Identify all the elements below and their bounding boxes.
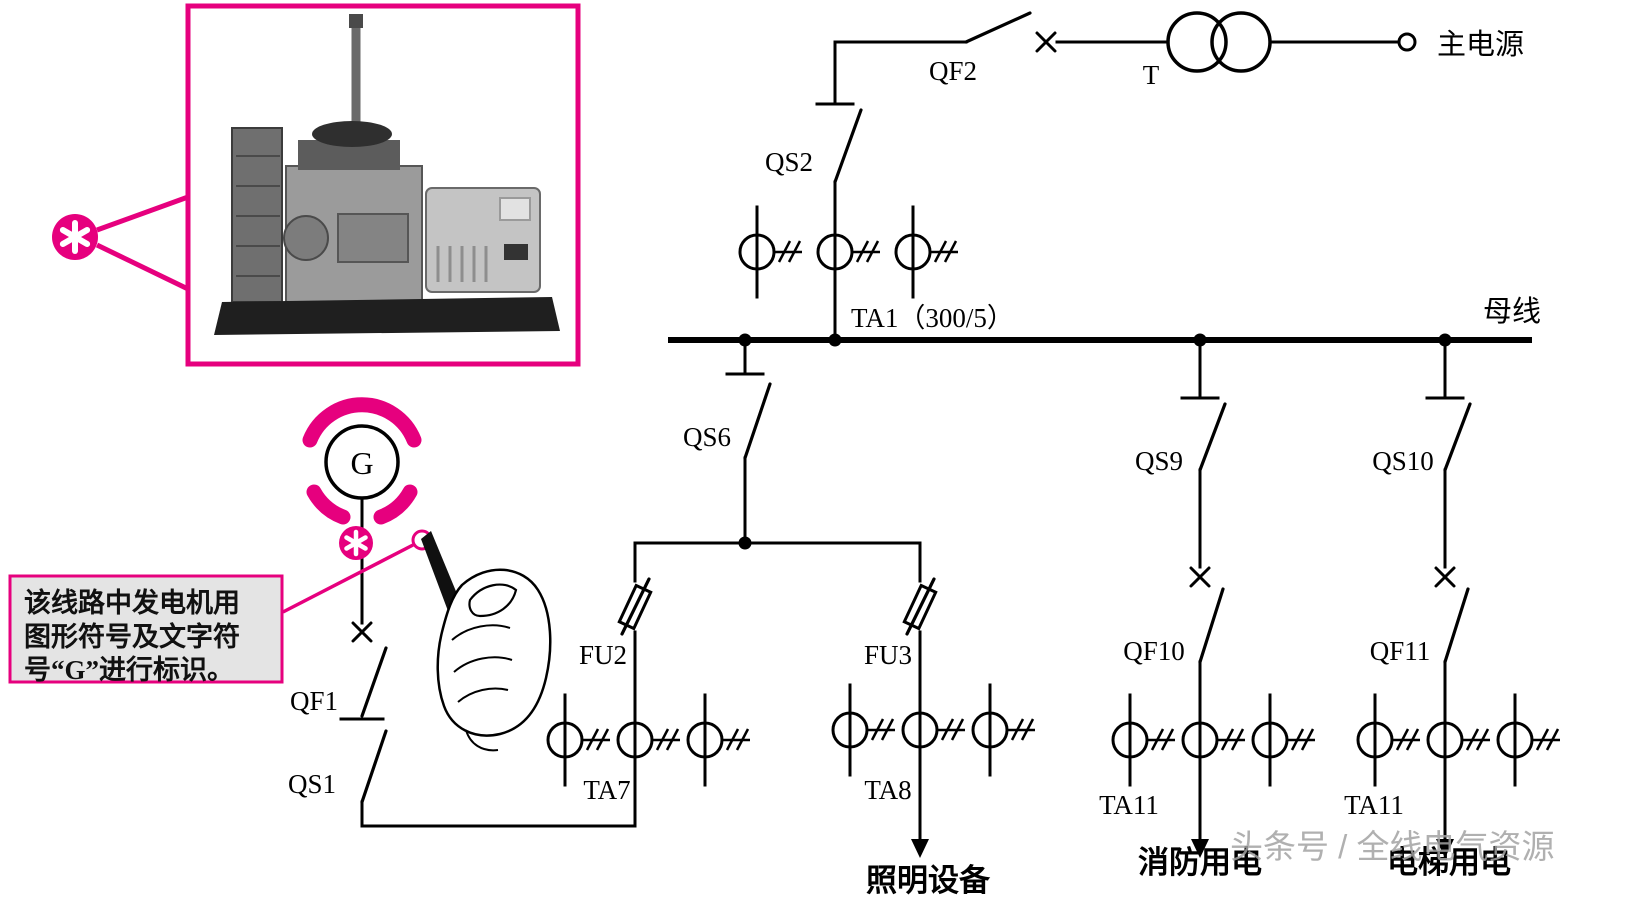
asterisk-badge (52, 194, 190, 292)
current-transformer (816, 205, 882, 299)
qs2-label: QS2 (765, 147, 813, 177)
lighting-arrow (911, 839, 929, 858)
qs10-label: QS10 (1372, 446, 1434, 476)
fu2-fuse (617, 583, 653, 631)
source-terminal (1397, 32, 1417, 52)
current-transformer (971, 683, 1037, 777)
qf10-label: QF10 (1123, 636, 1185, 666)
fu3-label: FU3 (864, 640, 912, 670)
ta11-elevator-label: TA11 (1344, 790, 1404, 820)
qf11-breaker (1443, 587, 1470, 664)
fu2-ta7-column: FU2 TA7 (546, 541, 752, 828)
qs9-switch (1198, 402, 1227, 472)
generator-photo (214, 14, 560, 335)
qs1-label: QS1 (288, 769, 336, 799)
ta8-label: TA8 (864, 775, 911, 805)
fu2-label: FU2 (579, 640, 627, 670)
qf1-breaker (360, 646, 388, 718)
generator-feeder: QF1 QS1 (288, 496, 637, 828)
breaker-x-icon (351, 621, 373, 643)
transformer-label: T (1143, 60, 1160, 90)
annotation-box: 该线路中发电机用 图形符号及文字符 号“G”进行标识。 (8, 529, 433, 685)
ta11-fire-label: TA11 (1099, 790, 1159, 820)
lighting-load-label: 照明设备 (866, 863, 991, 898)
qs6-label: QS6 (683, 422, 731, 452)
generator-decoration (302, 397, 422, 525)
breaker-x-icon (1189, 566, 1211, 588)
fu3-ta8-column: FU3 TA8 照明设备 (831, 541, 1037, 898)
ta7-label: TA7 (583, 775, 630, 805)
asterisk-icon (344, 529, 368, 557)
current-transformer (1111, 693, 1177, 787)
current-transformer (546, 693, 612, 787)
elevator-load-label: 电梯用电 (1387, 845, 1511, 880)
watermark-text: 头条号 / 全线电气资源 (1230, 828, 1555, 865)
current-transformer (1426, 693, 1492, 787)
qs6-switch (743, 382, 772, 460)
pointer-line (282, 543, 414, 614)
busbar-label: 母线 (1483, 295, 1541, 328)
elevator-feeder-column: QS10 QF11 TA11 电梯用电 (1344, 338, 1562, 880)
qs10-switch (1443, 402, 1472, 472)
callout-text-line3: 号“G”进行标识。 (24, 654, 234, 685)
current-transformer (894, 205, 960, 299)
callout-text-line1: 该线路中发电机用 (24, 587, 240, 618)
current-transformer (901, 683, 967, 777)
hand-pen-illustration (421, 531, 552, 752)
callout-text-line2: 图形符号及文字符 (24, 621, 240, 652)
current-transformer (1496, 693, 1562, 787)
qs2-ta1-column: QS2 TA1（300/5） (738, 40, 1014, 342)
current-transformer (1251, 693, 1317, 787)
qs6-branch: QS6 (633, 338, 922, 550)
busbar-line: 母线 (668, 295, 1541, 347)
qf10-breaker (1198, 587, 1225, 664)
current-transformer (1181, 693, 1247, 787)
current-transformer (616, 693, 682, 787)
asterisk-icon (59, 220, 91, 254)
current-transformer (738, 205, 804, 299)
transformer-symbol (1166, 11, 1272, 73)
current-transformer (1356, 693, 1422, 787)
qs1-switch (360, 729, 388, 804)
generator-letter: G (350, 445, 373, 481)
main-power-label: 主电源 (1437, 28, 1524, 61)
ta1-label: TA1（300/5） (851, 303, 1014, 333)
callout-pointer (96, 194, 189, 233)
callout-pointer (95, 242, 190, 292)
ta7-group (546, 693, 752, 787)
current-transformer (686, 693, 752, 787)
callout-box (8, 574, 284, 684)
elevator-arrow (1436, 839, 1454, 858)
fu3-fuse (902, 583, 938, 631)
qf11-label: QF11 (1370, 636, 1431, 666)
photo-inset (185, 3, 581, 367)
ta11-elevator-group (1356, 693, 1562, 787)
hand-icon (436, 568, 552, 752)
ta8-group (831, 683, 1037, 777)
fire-arrow (1191, 839, 1209, 858)
qf2-switch (964, 11, 1032, 44)
ta11-fire-group (1111, 693, 1317, 787)
junction-dot (828, 333, 842, 347)
fire-load-label: 消防用电 (1138, 845, 1262, 880)
qf1-label: QF1 (290, 686, 338, 716)
qf2-label: QF2 (929, 56, 977, 86)
current-transformer (831, 683, 897, 777)
main-source-line: QF2 T 主电源 (833, 11, 1524, 90)
generator-symbol: G (302, 397, 422, 525)
qs9-label: QS9 (1135, 446, 1183, 476)
fire-feeder-column: QS9 QF10 TA11 消防用电 (1099, 338, 1317, 880)
breaker-x-icon (1434, 566, 1456, 588)
breaker-x-icon (1035, 31, 1057, 53)
ta1-group (738, 205, 960, 299)
qs2-switch (833, 108, 863, 184)
